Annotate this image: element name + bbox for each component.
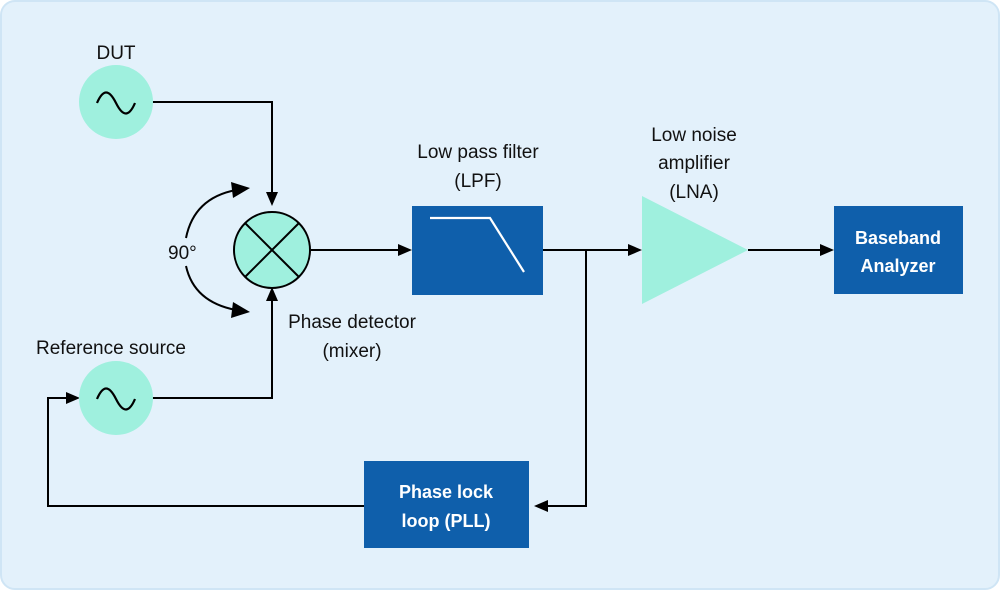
arrowhead-pll (534, 500, 548, 512)
lpf-label-line1: Low pass filter (417, 142, 539, 163)
arrowhead-baseband (820, 244, 834, 256)
lowpass-response-icon (430, 216, 525, 273)
baseband-label-line2: Analyzer (860, 256, 935, 276)
mixer-cross-circle-icon (233, 211, 311, 289)
sine-wave-source-icon (79, 65, 153, 139)
dut-label: DUT (96, 43, 135, 64)
wire-dut-to-mixer (152, 101, 273, 196)
arrowhead-mixer-bottom (266, 287, 278, 301)
phase-arc-lower (185, 265, 237, 311)
arrowhead-lna (628, 244, 642, 256)
arrowhead-reference (66, 392, 80, 404)
wire-branch-to-pll (544, 250, 587, 507)
wire-pll-to-reference (47, 397, 364, 507)
phase-detector-label-line1: Phase detector (288, 312, 416, 333)
phase-arc-upper (185, 189, 237, 239)
sine-wave-source-icon (79, 361, 153, 435)
baseband-analyzer-block: Baseband Analyzer (834, 206, 963, 294)
arrowhead-arc-upper (231, 182, 250, 198)
wire-reference-to-mixer (152, 296, 273, 399)
lna-label-line1: Low noise (651, 125, 737, 146)
lna-label-line3: (LNA) (669, 182, 719, 203)
phase-detector-label-line2: (mixer) (322, 341, 381, 362)
arrowhead-arc-lower (231, 302, 250, 318)
low-pass-filter-block (412, 206, 543, 295)
baseband-label-line1: Baseband (855, 228, 941, 248)
pll-label-line1: Phase lock (399, 482, 494, 502)
arrowhead-lpf (398, 244, 412, 256)
reference-source-label: Reference source (36, 338, 186, 359)
lpf-label-line2: (LPF) (454, 171, 502, 192)
lna-label-line2: amplifier (658, 153, 730, 174)
arrowhead-mixer-top (266, 192, 278, 206)
pll-label-line2: loop (PLL) (402, 511, 491, 531)
angle-label: 90° (168, 243, 197, 264)
phase-lock-loop-block: Phase lock loop (PLL) (364, 461, 529, 548)
amplifier-triangle-icon (642, 196, 748, 304)
